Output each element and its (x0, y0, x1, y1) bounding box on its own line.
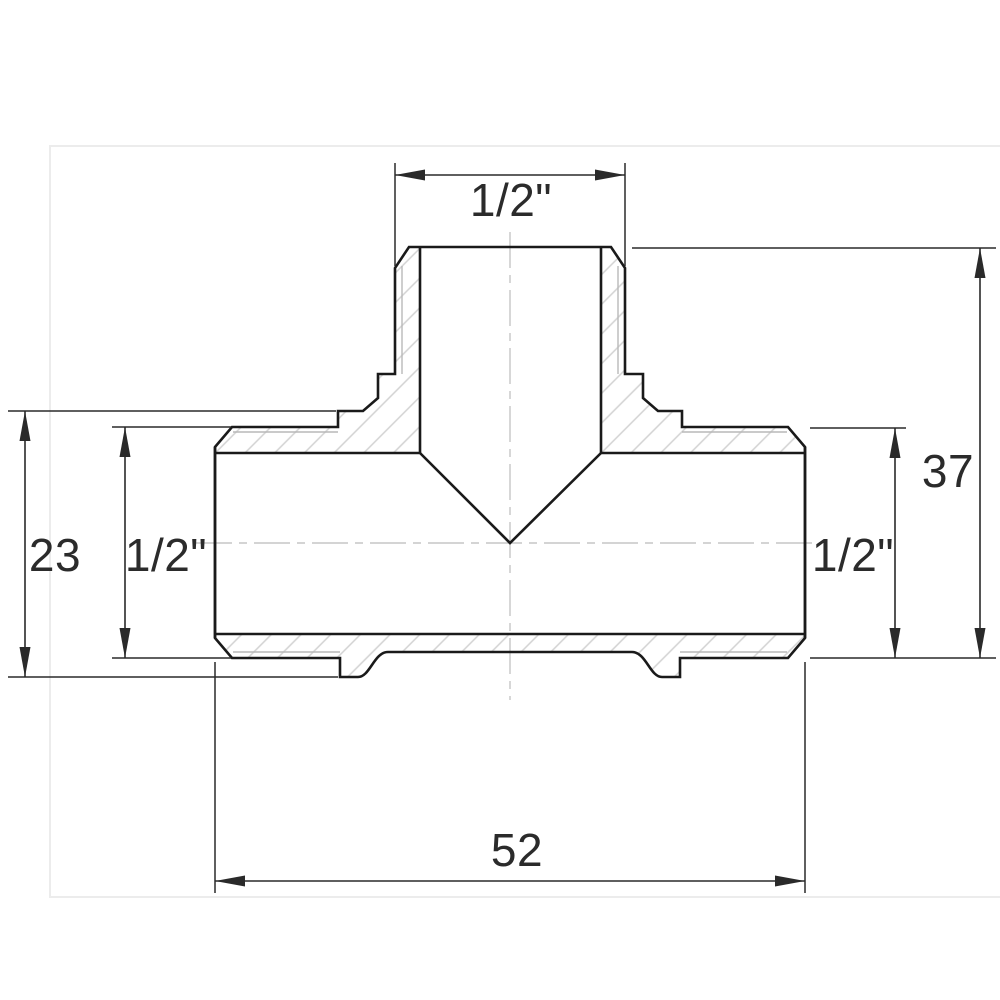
arrowhead-down (974, 628, 986, 658)
arrowhead-down (119, 628, 131, 658)
arrowhead-down (19, 647, 31, 677)
arrowhead-up (889, 428, 901, 458)
arrowhead-down (889, 628, 901, 658)
section-hatch-bottom-wall (215, 634, 805, 677)
thread-root-lines (233, 266, 787, 653)
drill-point-vee (419, 452, 602, 545)
dimension-bottom-overall-width: 52 (214, 662, 806, 893)
arrowhead-up (974, 248, 986, 278)
dim-label-left-body-height: 23 (29, 529, 81, 581)
arrowhead-up (119, 427, 131, 457)
section-hatch-left-wall (215, 247, 420, 453)
dim-label-bottom-overall-width: 52 (491, 824, 543, 876)
dim-label-top-branch: 1/2" (470, 174, 552, 226)
drawing-frame (49, 145, 1000, 898)
dimension-top-branch: 1/2" (394, 163, 626, 266)
dimension-left-thread: 1/2" (112, 426, 231, 659)
dim-label-left-thread: 1/2" (125, 529, 207, 581)
dimension-left-body-height: 23 (8, 410, 338, 678)
arrowhead-left (395, 169, 425, 181)
fitting-outer-profile (213, 245, 807, 679)
arrowhead-left (215, 875, 245, 887)
dim-label-right-thread: 1/2" (812, 529, 894, 581)
dimension-right-thread: 1/2" (810, 427, 906, 658)
fitting-bore-lines (213, 247, 807, 638)
dimension-right-overall-height: 37 (632, 247, 996, 659)
section-hatch-right-wall (601, 247, 805, 453)
arrowhead-up (19, 411, 31, 441)
arrowhead-right (595, 169, 625, 181)
arrowhead-right (775, 875, 805, 887)
dim-label-right-overall-height: 37 (922, 445, 974, 497)
